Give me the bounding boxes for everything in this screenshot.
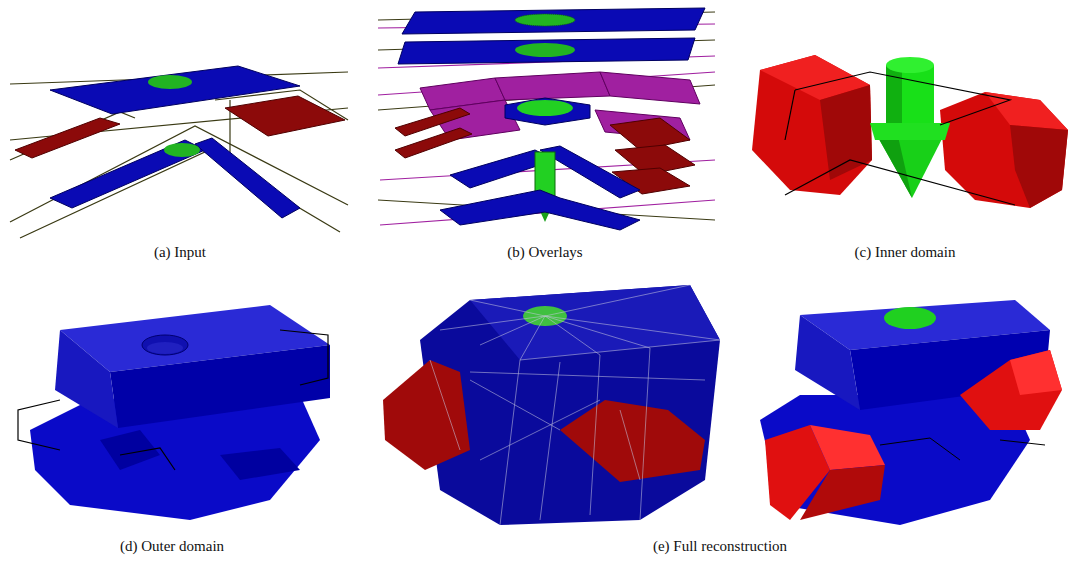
subfigure-caption: (e) Full reconstruction [651,538,789,555]
inner-domain-panel [752,55,1068,208]
outer-domain-panel [18,305,330,520]
subfigure-caption: (c) Inner domain [853,244,958,261]
subfigure-caption: (b) Overlays [505,244,584,261]
input-panel [10,66,348,238]
reconstruction-mesh [383,285,720,525]
subfigure-caption: (d) Outer domain [118,538,226,555]
subfigure-caption: (a) Input [152,244,208,261]
reconstruction-solid [760,300,1062,525]
overlays-panel [378,8,715,230]
